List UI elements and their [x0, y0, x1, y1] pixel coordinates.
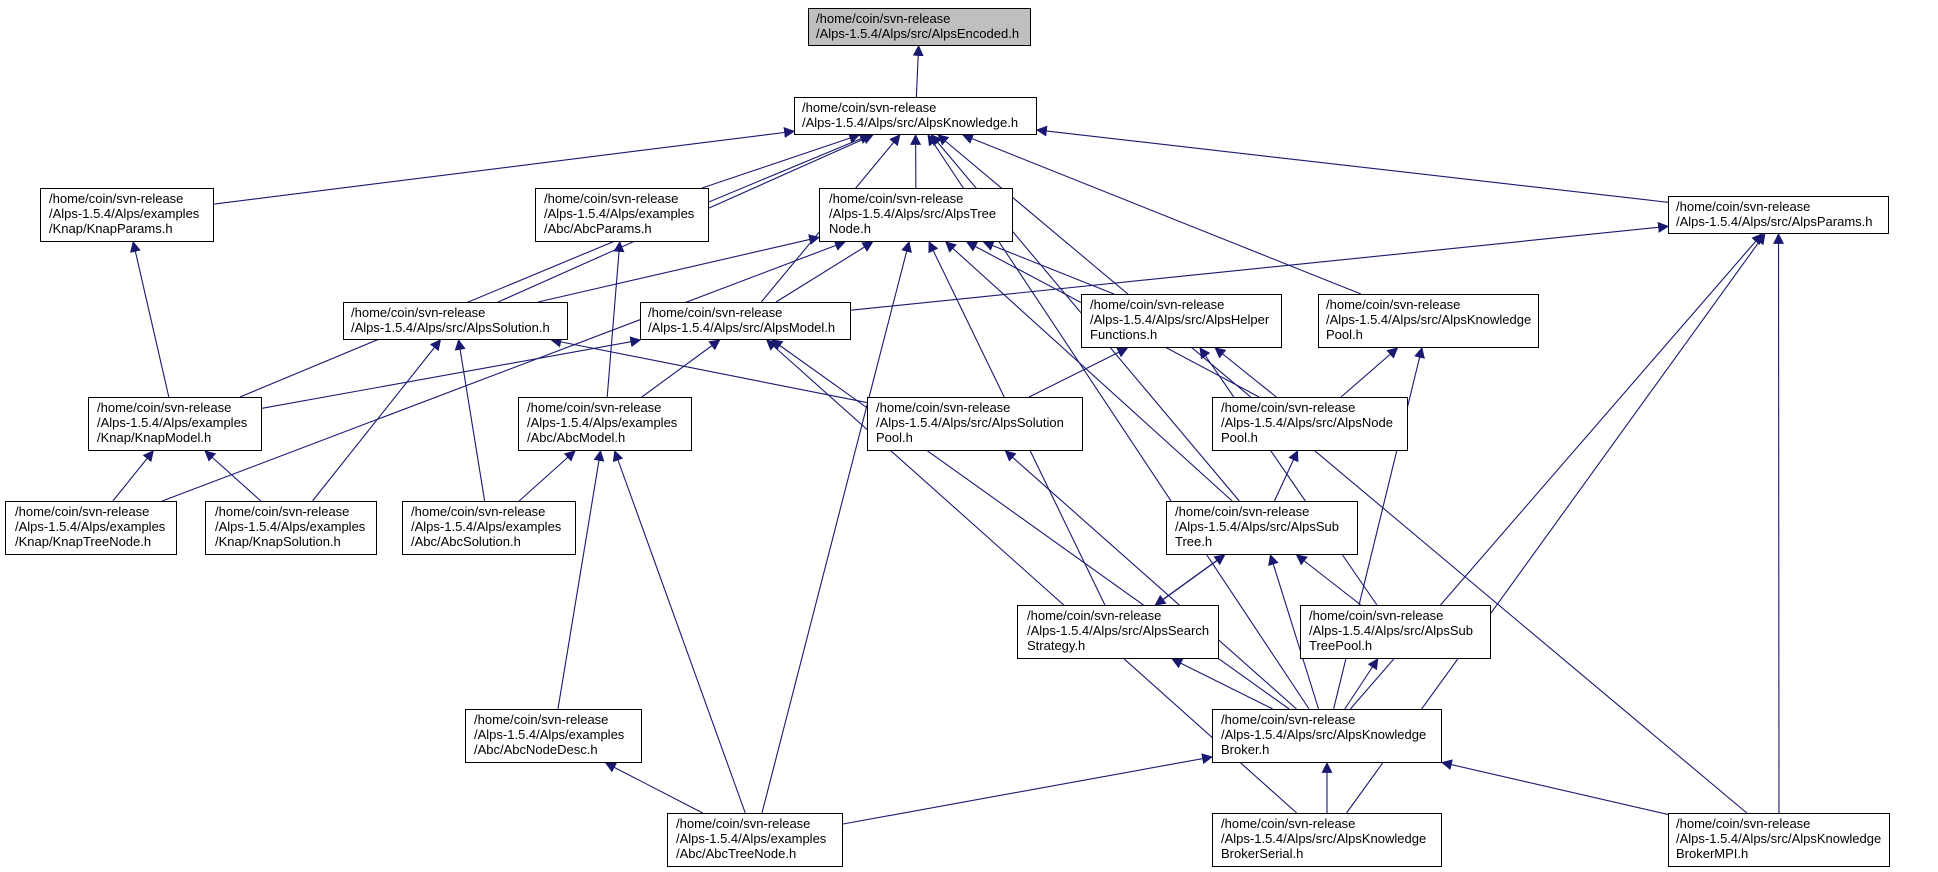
edge-solpool-to-helper: [1028, 347, 1129, 398]
node-abc-solution[interactable]: /home/coin/svn-release /Alps-1.5.4/Alps/…: [402, 501, 576, 555]
edge-subtree-to-treenode: [945, 241, 1233, 502]
edge-abcsol-to-abcmodel: [518, 450, 576, 502]
edge-model-to-params: [850, 221, 1670, 311]
node-alps-knowledge-broker-mpi[interactable]: /home/coin/svn-release /Alps-1.5.4/Alps/…: [1668, 813, 1890, 867]
node-alps-helper-functions[interactable]: /home/coin/svn-release /Alps-1.5.4/Alps/…: [1081, 294, 1282, 348]
edge-abcmodel-to-model: [641, 339, 721, 398]
edge-knapparams-to-knowledge: [213, 127, 796, 205]
edge-abctree-to-treenode: [761, 240, 912, 814]
edge-knapsol-to-knapmodel: [204, 450, 262, 502]
edge-brokermpi-to-broker: [1440, 759, 1669, 815]
node-abc-node-desc[interactable]: /home/coin/svn-release /Alps-1.5.4/Alps/…: [465, 709, 642, 763]
node-alps-params[interactable]: /home/coin/svn-release /Alps-1.5.4/Alps/…: [1668, 196, 1889, 234]
edge-knapmodel-to-model: [261, 336, 642, 409]
node-alps-knowledge-broker[interactable]: /home/coin/svn-release /Alps-1.5.4/Alps/…: [1212, 709, 1442, 763]
edge-knapmodel-to-knowledge: [239, 133, 871, 398]
edge-abctree-to-abcnodedesc: [604, 762, 703, 814]
edge-nodepool-to-kpool: [1340, 347, 1399, 398]
edge-broker-to-subtree: [1268, 553, 1320, 710]
node-alps-knowledge[interactable]: /home/coin/svn-release /Alps-1.5.4/Alps/…: [794, 97, 1037, 135]
edge-brokerserial-to-model: [765, 339, 1298, 814]
edge-subtree-to-search: [1154, 554, 1225, 606]
node-knap-solution[interactable]: /home/coin/svn-release /Alps-1.5.4/Alps/…: [205, 501, 377, 555]
node-knap-params[interactable]: /home/coin/svn-release /Alps-1.5.4/Alps/…: [40, 188, 214, 242]
node-abc-params[interactable]: /home/coin/svn-release /Alps-1.5.4/Alps/…: [535, 188, 709, 242]
edge-knaptree-to-treenode: [161, 240, 846, 502]
node-abc-tree-node[interactable]: /home/coin/svn-release /Alps-1.5.4/Alps/…: [667, 813, 843, 867]
node-alps-sub-tree-pool[interactable]: /home/coin/svn-release /Alps-1.5.4/Alps/…: [1300, 605, 1491, 659]
node-knap-model[interactable]: /home/coin/svn-release /Alps-1.5.4/Alps/…: [88, 397, 262, 451]
edge-subtreepool-to-helper: [1199, 347, 1378, 606]
node-alps-sub-tree[interactable]: /home/coin/svn-release /Alps-1.5.4/Alps/…: [1166, 501, 1358, 555]
node-alps-model[interactable]: /home/coin/svn-release /Alps-1.5.4/Alps/…: [640, 302, 851, 340]
edge-abctree-to-broker: [842, 753, 1214, 825]
edge-knowledge-to-encoded: [912, 44, 924, 98]
node-alps-knowledge-pool[interactable]: /home/coin/svn-release /Alps-1.5.4/Alps/…: [1318, 294, 1539, 348]
node-alps-tree-node[interactable]: /home/coin/svn-release /Alps-1.5.4/Alps/…: [819, 188, 1013, 242]
edge-model-to-treenode: [775, 241, 874, 303]
node-alps-solution[interactable]: /home/coin/svn-release /Alps-1.5.4/Alps/…: [343, 302, 568, 340]
edge-kpool-to-knowledge: [962, 133, 1362, 295]
node-abc-model[interactable]: /home/coin/svn-release /Alps-1.5.4/Alps/…: [518, 397, 692, 451]
edge-subtreepool-to-subtree: [1295, 554, 1362, 606]
edge-knapsol-to-solution: [312, 339, 442, 502]
edge-solpool-to-solution: [550, 336, 868, 404]
node-alps-knowledge-broker-serial[interactable]: /home/coin/svn-release /Alps-1.5.4/Alps/…: [1212, 813, 1442, 867]
edge-params-to-knowledge: [1035, 125, 1669, 203]
edge-nodepool-to-helper: [1214, 347, 1277, 398]
edge-abcsol-to-solution: [454, 338, 486, 502]
edge-broker-to-subtreepool: [1344, 658, 1379, 710]
node-alps-node-pool[interactable]: /home/coin/svn-release /Alps-1.5.4/Alps/…: [1212, 397, 1408, 451]
edge-broker-to-search: [1171, 658, 1273, 710]
edge-broker-to-solpool: [1004, 450, 1297, 710]
edge-subtree-to-nodepool: [1273, 450, 1299, 502]
edge-abctree-to-abcmodel: [612, 449, 746, 814]
node-alps-encoded: /home/coin/svn-release /Alps-1.5.4/Alps/…: [808, 8, 1031, 46]
edge-abcparams-to-knowledge: [701, 132, 861, 189]
edge-knapmodel-to-knapparams: [130, 240, 170, 398]
edge-helper-to-treenode: [982, 240, 1115, 295]
edge-abcmodel-to-abcparams: [606, 240, 625, 398]
edge-abcnodedesc-to-abcmodel: [557, 449, 605, 710]
edge-knaptree-to-knapmodel: [112, 450, 154, 502]
node-alps-search-strategy[interactable]: /home/coin/svn-release /Alps-1.5.4/Alps/…: [1017, 605, 1219, 659]
node-alps-solution-pool[interactable]: /home/coin/svn-release /Alps-1.5.4/Alps/…: [867, 397, 1083, 451]
edge-brokermpi-to-knowledge: [937, 134, 1748, 814]
node-knap-tree-node[interactable]: /home/coin/svn-release /Alps-1.5.4/Alps/…: [5, 501, 177, 555]
edge-solution-to-treenode: [537, 234, 821, 303]
